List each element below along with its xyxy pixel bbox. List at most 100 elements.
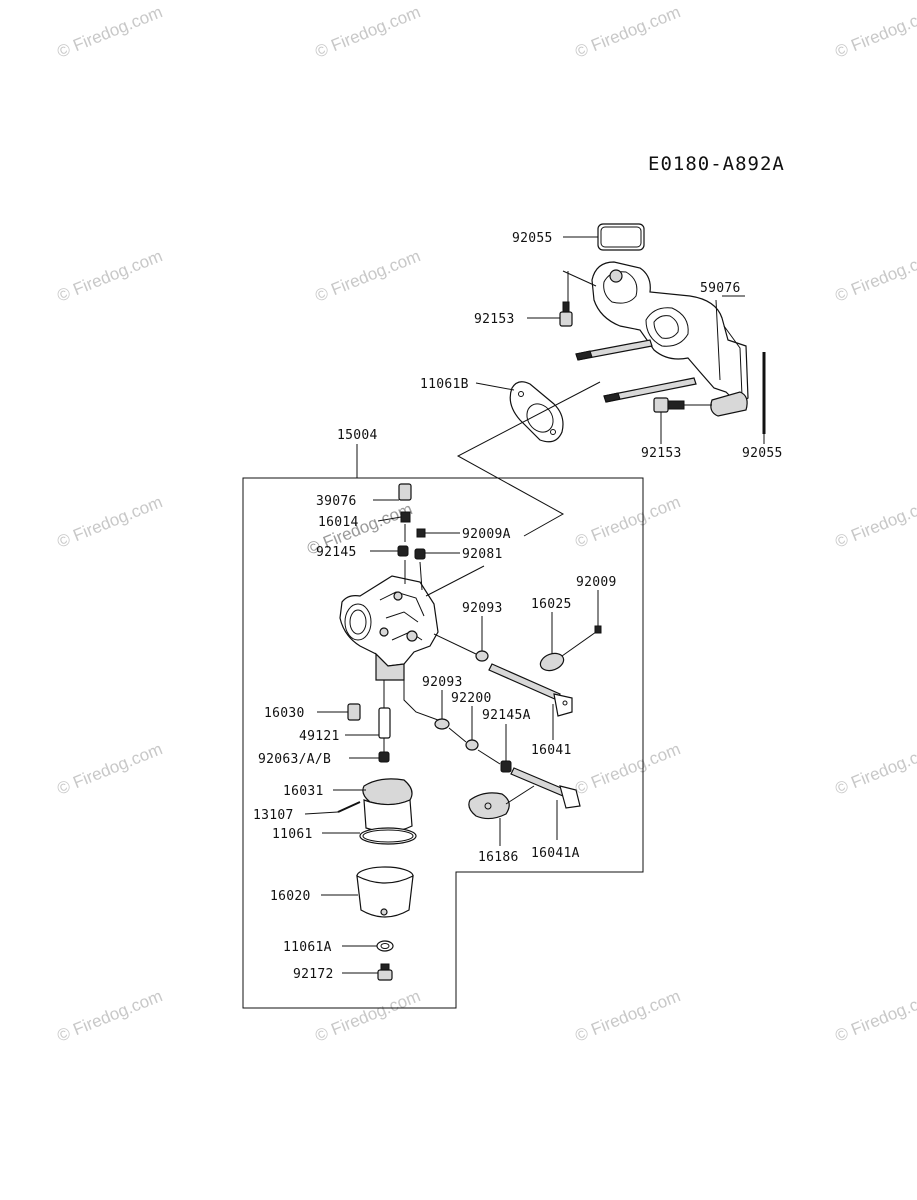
watermark: © Firedog.com: [312, 986, 423, 1045]
gasket-11061B: [509, 381, 564, 443]
label-92009: 92009: [576, 575, 617, 590]
label-92153-a: 92153: [474, 312, 515, 327]
bolt-92153-a-head: [559, 311, 573, 327]
shaft-16041A-lever: [559, 785, 581, 809]
tube-49121: [378, 707, 391, 739]
spring-axis-b: [419, 561, 423, 591]
bowl-16020: [356, 874, 414, 918]
part-92009A: [416, 528, 426, 538]
watermark: © Firedog.com: [572, 2, 683, 61]
part-92081: [414, 548, 426, 560]
washer-92093-b: [434, 718, 450, 730]
plate-16186-hole: [484, 802, 492, 810]
watermark: © Firedog.com: [832, 986, 917, 1045]
manifold-port-lower: [645, 307, 689, 347]
label-92093-b: 92093: [422, 675, 463, 690]
lever-hole: [562, 700, 568, 706]
gasket-11061B-hole: [526, 403, 554, 433]
shaft-axis-a: [433, 633, 477, 655]
shaft-16041-lever: [553, 693, 573, 717]
bowl-stack: 16030 49121 92063/A/B 16031 13107 11061 …: [253, 680, 417, 982]
assembly-connector-line: [456, 381, 601, 537]
watermark: © Firedog.com: [312, 2, 423, 61]
watermark: © Firedog.com: [54, 246, 165, 305]
gasket-92055-top-inner: [600, 226, 642, 248]
label-92145A: 92145A: [482, 708, 531, 723]
bolt-92172-head: [377, 969, 393, 981]
stud-thread-lower: [603, 392, 621, 403]
label-92063: 92063/A/B: [258, 752, 331, 767]
carburetor-body: [339, 565, 485, 681]
label-16025: 16025: [531, 597, 572, 612]
label-11061A: 11061A: [283, 940, 332, 955]
bolt-92153-a-thread: [562, 301, 570, 313]
label-16020: 16020: [270, 889, 311, 904]
label-11061B: 11061B: [420, 377, 469, 392]
label-59076: 59076: [700, 281, 741, 296]
carburetor-bore-outer: [344, 603, 372, 641]
label-16014: 16014: [318, 515, 359, 530]
manifold-59076: [591, 261, 749, 405]
shaft-parts: 92093 16041 16025 92009 92093 92200 9214…: [403, 575, 617, 865]
plate-16186: [468, 792, 510, 820]
shaft-16041A: [510, 767, 567, 797]
carburetor-housing: [339, 575, 439, 667]
washer-92093-a: [475, 650, 489, 662]
leader-16014: [377, 516, 402, 522]
carburetor-bowl-mount: [375, 652, 405, 681]
manifold-edge-lines: [715, 299, 743, 397]
axis-92145A: [477, 749, 501, 765]
pin-13107: [337, 801, 361, 813]
label-92055-top: 92055: [512, 231, 553, 246]
label-16031: 16031: [283, 784, 324, 799]
spring-92145A: [500, 760, 512, 773]
watermark: © Firedog.com: [54, 986, 165, 1045]
gasket-11061B-bolthole-b: [550, 429, 556, 435]
axis-16186: [505, 785, 535, 805]
bolt-92172-thread: [380, 963, 390, 971]
lower-axis-line: [403, 680, 439, 721]
carburetor-boss-a: [393, 591, 403, 601]
label-13107: 13107: [253, 808, 294, 823]
leader-13107: [304, 811, 339, 815]
assembly-outline: [242, 477, 644, 1009]
watermark: © Firedog.com: [572, 492, 683, 551]
watermark: © Firedog.com: [832, 2, 917, 61]
spacer-collar: [710, 391, 748, 417]
float-16031: [362, 778, 413, 806]
leader-11061B: [475, 382, 515, 391]
washer-11061A: [376, 940, 394, 952]
oring-11061-inner: [362, 829, 414, 843]
carburetor-bore-inner: [349, 609, 367, 635]
watermark: © Firedog.com: [832, 492, 917, 551]
label-16041A: 16041A: [531, 846, 580, 861]
washer-11061A-hole: [380, 943, 390, 949]
label-92055-side: 92055: [742, 446, 783, 461]
watermark: © Firedog.com: [54, 739, 165, 798]
ring-92200: [465, 739, 479, 751]
leader-housing-to-line: [425, 565, 485, 597]
label-16041: 16041: [531, 743, 572, 758]
label-92172: 92172: [293, 967, 334, 982]
manifold-port-lower-inner: [653, 315, 679, 339]
part-39076: [398, 483, 412, 501]
bolt-92153-b-head: [653, 397, 669, 413]
watermark: © Firedog.com: [572, 986, 683, 1045]
carburetor-boss-c: [379, 627, 389, 637]
watermark-layer: © Firedog.com © Firedog.com © Firedog.co…: [54, 2, 917, 1045]
watermark: © Firedog.com: [54, 492, 165, 551]
oring-11061: [359, 827, 417, 845]
axis-92200: [448, 727, 467, 743]
jet-16030: [347, 703, 361, 721]
watermark: © Firedog.com: [832, 246, 917, 305]
watermark: © Firedog.com: [572, 739, 683, 798]
manifold-boss: [609, 269, 623, 283]
float-16031-body: [363, 799, 413, 833]
label-16186: 16186: [478, 850, 519, 865]
part-16014: [400, 511, 411, 523]
label-92145: 92145: [316, 545, 357, 560]
watermark: © Firedog.com: [312, 246, 423, 305]
label-11061: 11061: [272, 827, 313, 842]
label-92009A: 92009A: [462, 527, 511, 542]
